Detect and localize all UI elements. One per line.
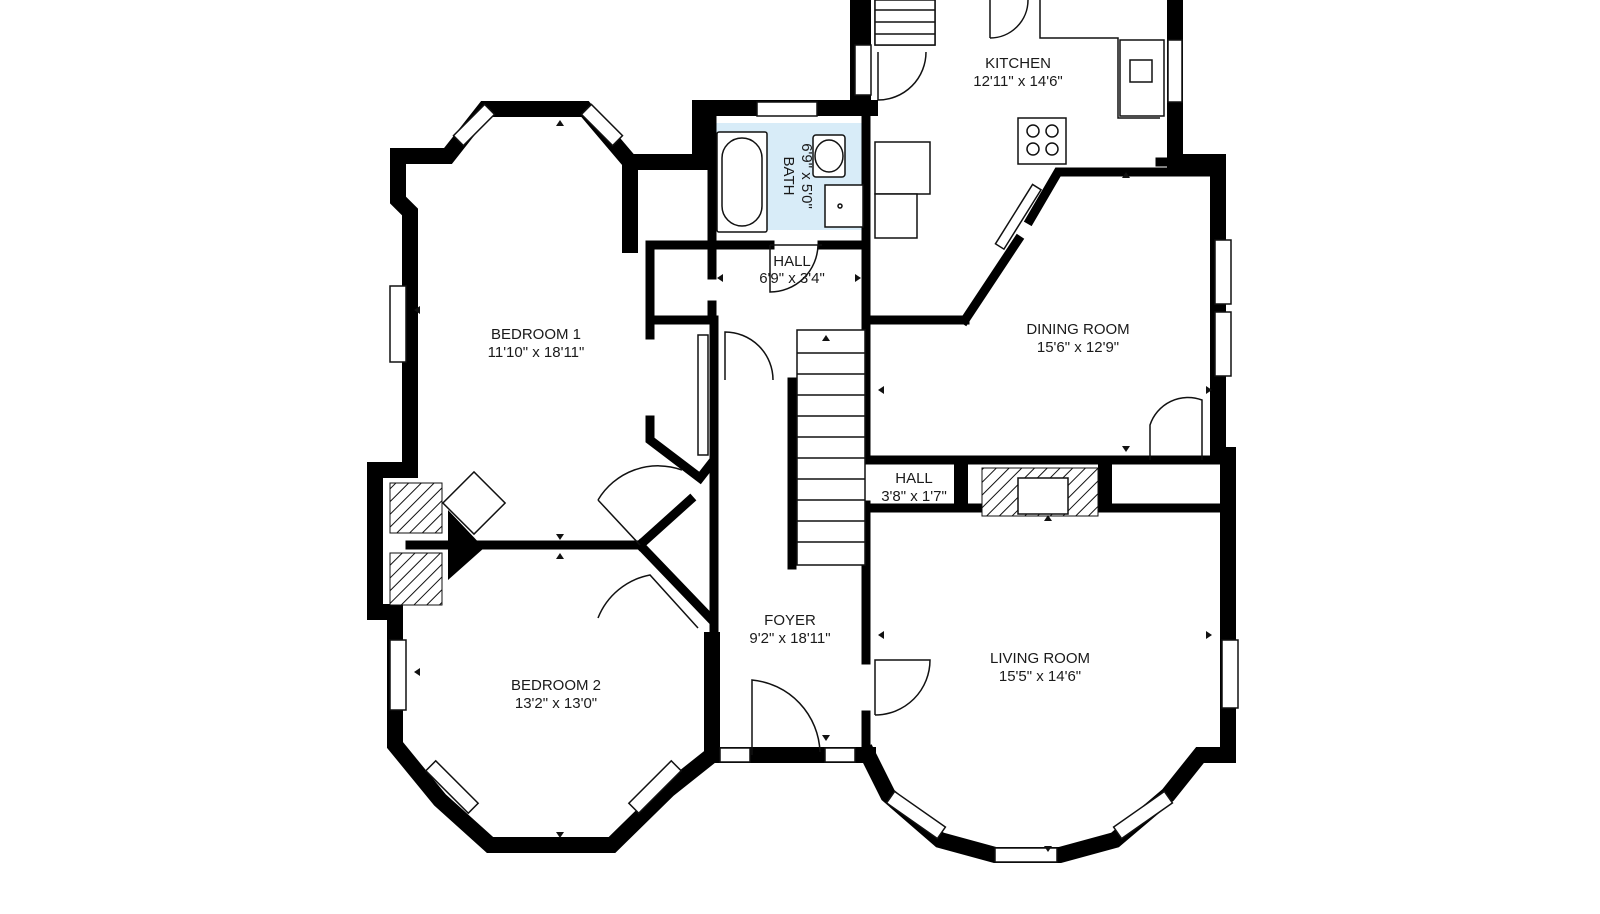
chimney-lower — [389, 552, 443, 606]
foyer-name: FOYER — [764, 612, 816, 629]
bath-name: BATH — [780, 157, 797, 196]
bedroom2-exterior-wall — [387, 604, 720, 853]
bath-dims: 6'9" x 5'0" — [798, 143, 815, 209]
chimney-upper — [389, 482, 443, 534]
kitchen-dims: 12'11" x 14'6" — [973, 73, 1063, 90]
hall-upper-dims: 6'9" x 3'4" — [759, 270, 825, 287]
living-exterior-wall — [857, 507, 1236, 863]
dining-dims: 15'6" x 12'9" — [1037, 339, 1119, 356]
bedroom1-name: BEDROOM 1 — [491, 326, 581, 343]
foyer-dims: 9'2" x 18'11" — [749, 630, 830, 647]
right-exterior-wall — [1167, 0, 1236, 523]
living-name: LIVING ROOM — [990, 650, 1090, 667]
living-dims: 15'5" x 14'6" — [999, 668, 1081, 685]
hall-upper-name: HALL — [773, 253, 811, 270]
bedroom1-closet-box — [441, 470, 507, 536]
bedroom2-name: BEDROOM 2 — [511, 677, 601, 694]
bedroom2-dims: 13'2" x 13'0" — [515, 695, 597, 712]
kitchen-name: KITCHEN — [985, 55, 1051, 72]
hall-lower-name: HALL — [895, 470, 933, 487]
staircase — [796, 0, 936, 566]
bedroom1-dims: 11'10" x 18'11" — [488, 344, 585, 361]
hall-lower-dims: 3'8" x 1'7" — [881, 488, 947, 505]
dining-name: DINING ROOM — [1026, 321, 1129, 338]
dimension-ticks — [414, 120, 1212, 852]
